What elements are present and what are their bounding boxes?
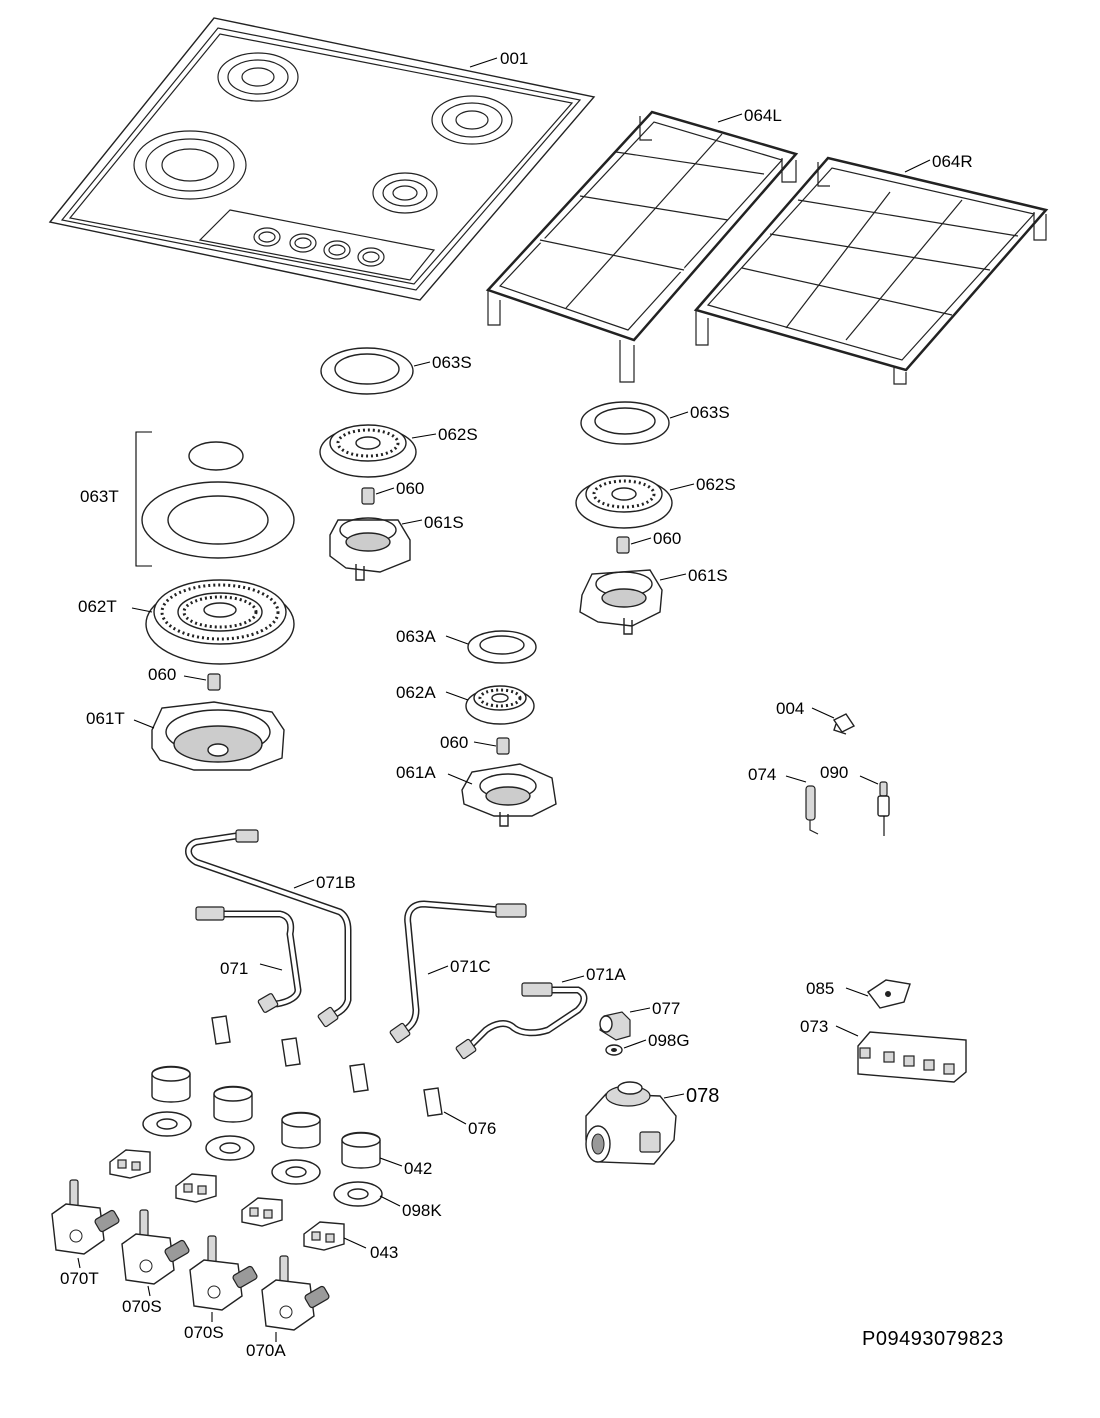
burner-cap-auxiliary — [467, 630, 537, 664]
label-062A: 062A — [396, 683, 436, 702]
label-061A: 061A — [396, 763, 436, 782]
label-070S-2: 070S — [184, 1323, 224, 1342]
gas-pipe-071A — [455, 982, 588, 1060]
gas-valves — [51, 1179, 330, 1331]
label-070T: 070T — [60, 1269, 99, 1288]
injector-semirapid-2 — [616, 536, 630, 554]
burner-head-auxiliary — [465, 685, 535, 725]
label-061S-1: 061S — [424, 513, 464, 532]
label-076: 076 — [468, 1119, 496, 1138]
label-004: 004 — [776, 699, 804, 718]
gas-pipe-071B — [185, 829, 352, 1028]
burner-head-semirapid-2 — [575, 475, 673, 529]
burner-head-triple-crown — [145, 579, 295, 665]
label-063T: 063T — [80, 487, 119, 506]
label-061T: 061T — [86, 709, 125, 728]
label-090: 090 — [820, 763, 848, 782]
label-001: 001 — [500, 49, 528, 68]
label-070S-1: 070S — [122, 1297, 162, 1316]
gas-pipe-071C — [389, 900, 527, 1044]
label-062T: 062T — [78, 597, 117, 616]
label-062S-2: 062S — [696, 475, 736, 494]
injector-semirapid-1 — [361, 487, 375, 505]
label-062S-1: 062S — [438, 425, 478, 444]
ignition-switches — [109, 1149, 345, 1251]
label-098K: 098K — [402, 1201, 442, 1220]
burner-cup-semirapid-2 — [579, 569, 663, 635]
label-043: 043 — [370, 1243, 398, 1262]
clip-part — [832, 713, 856, 735]
burner-cap-semirapid-2 — [580, 401, 670, 445]
thermocouple-part — [877, 781, 890, 836]
label-071A: 071A — [586, 965, 626, 984]
holder-part — [866, 979, 911, 1009]
elbow-fitting — [599, 1011, 631, 1041]
pan-support-left-drawing — [485, 110, 799, 383]
ignition-unit — [857, 1031, 967, 1083]
burner-cap-triple-crown — [141, 441, 295, 559]
burner-cup-triple-crown — [151, 701, 285, 771]
label-073: 073 — [800, 1017, 828, 1036]
burner-cap-semirapid-1 — [320, 347, 414, 395]
label-098G: 098G — [648, 1031, 690, 1050]
label-064L: 064L — [744, 106, 782, 125]
label-074: 074 — [748, 765, 776, 784]
injector-triple-crown — [207, 673, 221, 691]
label-071: 071 — [220, 959, 248, 978]
label-070A: 070A — [246, 1341, 286, 1360]
injector-auxiliary — [496, 737, 510, 755]
burner-cup-auxiliary — [461, 763, 557, 827]
electrode-part — [805, 785, 819, 835]
knob-seals — [142, 1111, 383, 1207]
label-042: 042 — [404, 1159, 432, 1178]
burner-cup-semirapid-1 — [329, 517, 411, 581]
label-077: 077 — [652, 999, 680, 1018]
seal-ring-098G — [605, 1044, 623, 1056]
label-060-s1: 060 — [396, 479, 424, 498]
label-063A: 063A — [396, 627, 436, 646]
label-060-s2: 060 — [653, 529, 681, 548]
label-061S-2: 061S — [688, 566, 728, 585]
pan-support-right-drawing — [693, 156, 1049, 385]
label-071C: 071C — [450, 957, 491, 976]
label-085: 085 — [806, 979, 834, 998]
label-060-a: 060 — [440, 733, 468, 752]
label-063S-1: 063S — [432, 353, 472, 372]
label-071B: 071B — [316, 873, 356, 892]
label-063S-2: 063S — [690, 403, 730, 422]
hob-top-drawing — [48, 17, 596, 301]
burner-head-semirapid-1 — [319, 424, 417, 478]
label-060-t: 060 — [148, 665, 176, 684]
bracket-parts — [211, 1015, 443, 1117]
gas-pipe-071 — [195, 906, 302, 1013]
label-064R: 064R — [932, 152, 973, 171]
drawing-number: P09493079823 — [862, 1328, 1004, 1350]
control-knobs — [151, 1065, 381, 1169]
gas-pressure-regulator — [585, 1081, 677, 1165]
label-078: 078 — [686, 1085, 719, 1107]
